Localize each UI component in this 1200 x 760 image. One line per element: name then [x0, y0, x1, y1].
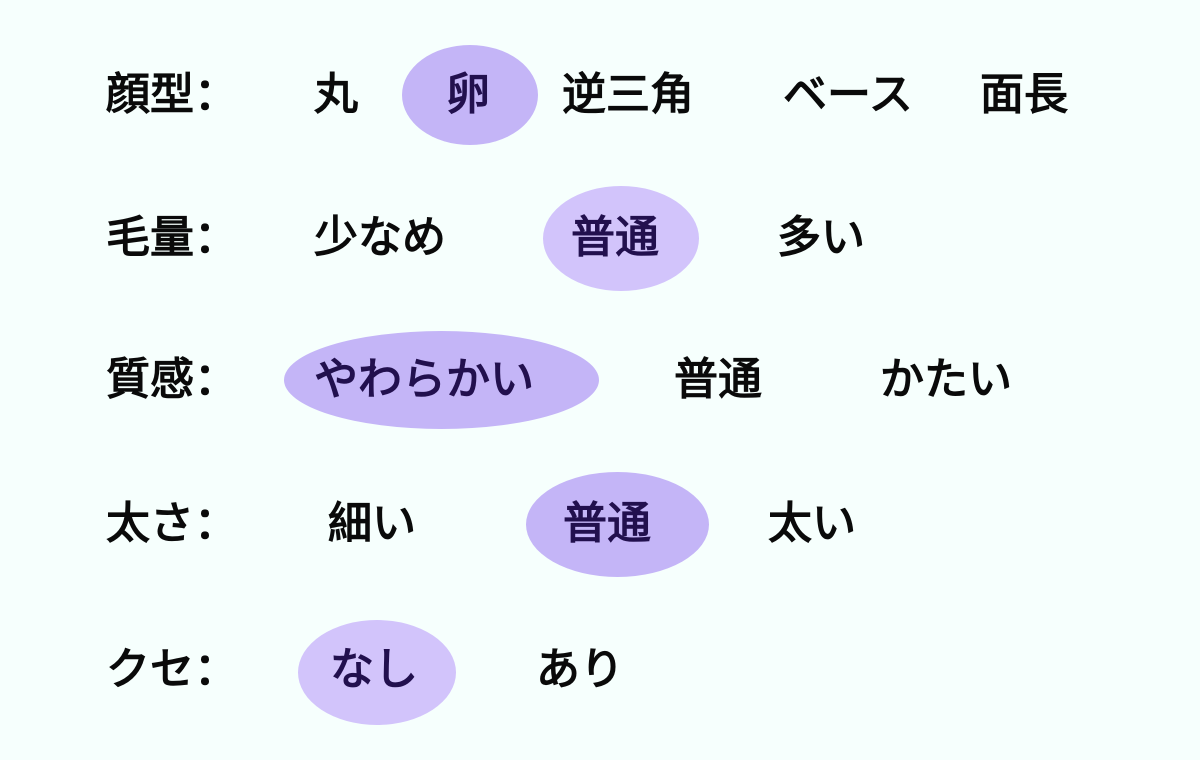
option-yes[interactable]: あり: [536, 644, 624, 695]
option-round[interactable]: 丸: [314, 69, 358, 120]
selected-highlight: [284, 331, 599, 429]
texture-label: 質感：: [106, 354, 238, 405]
option-inverted-triangle[interactable]: 逆三角: [562, 69, 694, 120]
option-base[interactable]: ベース: [783, 69, 913, 120]
selected-highlight: [543, 186, 699, 291]
option-thin[interactable]: 細い: [328, 498, 416, 549]
option-less[interactable]: 少なめ: [314, 212, 446, 263]
selected-highlight: [402, 45, 538, 145]
selected-highlight: [526, 472, 709, 577]
option-soft[interactable]: やわらかい: [314, 354, 534, 405]
thickness-label: 太さ：: [106, 498, 238, 549]
curl-label: クセ：: [106, 644, 238, 695]
option-egg[interactable]: 卵: [446, 69, 490, 120]
option-none[interactable]: なし: [330, 644, 418, 695]
option-hard[interactable]: かたい: [880, 354, 1012, 405]
option-long[interactable]: 面長: [980, 69, 1068, 120]
option-normal[interactable]: 普通: [563, 498, 651, 549]
option-normal[interactable]: 普通: [674, 354, 762, 405]
option-normal[interactable]: 普通: [571, 212, 659, 263]
hair-volume-label: 毛量：: [106, 212, 238, 263]
selected-highlight: [298, 620, 456, 725]
option-more[interactable]: 多い: [777, 212, 865, 263]
option-thick[interactable]: 太い: [768, 498, 856, 549]
face-shape-label: 顔型：: [106, 69, 238, 120]
